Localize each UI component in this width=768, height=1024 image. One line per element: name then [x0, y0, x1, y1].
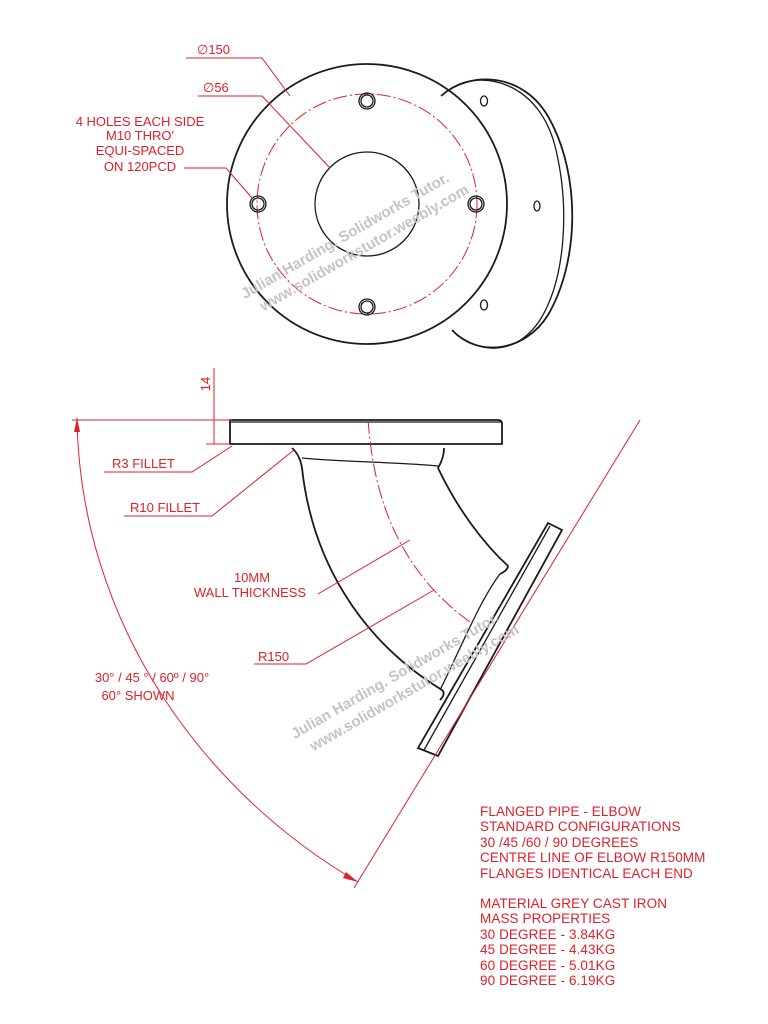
label-holes-line3: EQUI-SPACED	[96, 143, 185, 158]
watermark-top-line2: www.solidworkstutor.weebly.com	[256, 181, 472, 315]
leader-bore-diameter	[198, 95, 331, 169]
elbow-centre-line	[367, 419, 471, 623]
note-flanges-line: FLANGES IDENTICAL EACH END	[480, 865, 693, 881]
note-mass-header: MASS PROPERTIES	[480, 911, 611, 927]
angle-ref-line-bottom	[353, 419, 641, 889]
label-r3-fillet: R3 FILLET	[112, 456, 175, 471]
label-wall-line2: WALL THICKNESS	[194, 585, 307, 600]
label-wall-line1: 10MM	[234, 570, 270, 585]
bottom-flange	[416, 521, 564, 758]
note-mass-45: 45 DEGREE - 4.43KG	[480, 942, 616, 958]
angle-arrow-top	[74, 418, 80, 432]
bolt-hole-bottom-inner	[360, 300, 374, 314]
angle-arrow-bottom	[343, 872, 358, 882]
watermark-bottom-line1: Julian Harding. Solidworks Tutor.	[288, 609, 502, 742]
label-r10-fillet: R10 FILLET	[130, 500, 200, 515]
note-title-line: FLANGED PIPE - ELBOW	[480, 804, 642, 819]
leader-holes	[184, 167, 253, 199]
bolt-holes	[249, 92, 485, 316]
bolt-hole-top	[358, 92, 376, 110]
elbow-neck-bottom	[439, 573, 501, 691]
elbow-neck-top	[301, 457, 439, 467]
notes-block: FLANGED PIPE - ELBOW STANDARD CONFIGURAT…	[480, 804, 760, 988]
flange-outer-circle	[226, 63, 508, 345]
watermark-bottom: Julian Harding. Solidworks Tutor. www.so…	[288, 609, 522, 755]
bolt-hole-right-inner	[469, 197, 483, 211]
leader-radius	[254, 589, 435, 665]
leader-outer-diameter	[186, 57, 291, 97]
label-outer-diameter: ∅150	[197, 42, 230, 57]
pitch-circle	[256, 93, 478, 315]
bolt-hole-bottom	[358, 298, 376, 316]
watermark-top-line1: Julian Harding. Solidworks Tutor.	[238, 169, 452, 302]
leader-r3-fillet	[104, 445, 233, 473]
top-flange	[229, 419, 503, 445]
label-flange-thickness: 14	[198, 377, 213, 391]
rear-flange-edge	[451, 79, 565, 349]
leader-r10-fillet	[124, 449, 295, 517]
rear-hole-right	[533, 200, 541, 212]
rear-hole-bottom	[479, 299, 489, 311]
label-angle-line1: 30° / 45 ° / 60º / 90°	[95, 670, 209, 685]
bottom-flange-inner-line	[423, 525, 551, 751]
bolt-hole-left-inner	[251, 197, 265, 211]
label-holes-line1: 4 HOLES EACH SIDE	[76, 114, 205, 129]
label-holes-line2: M10 THRO'	[106, 128, 174, 143]
note-mass-30: 30 DEGREE - 3.84KG	[480, 926, 616, 942]
watermark-top: Julian Harding. Solidworks Tutor. www.so…	[238, 169, 472, 315]
elbow-side-view: 14 R3 FILLET R10 FILLET 10MM WALL THICKN…	[72, 368, 641, 889]
bolt-hole-top-inner	[360, 94, 374, 108]
elbow-inner-wall	[436, 447, 509, 575]
leader-wall	[317, 539, 411, 595]
notes-gap	[480, 881, 760, 896]
bolt-hole-right	[467, 195, 485, 213]
label-radius: R150	[258, 649, 289, 664]
note-mass-60: 60 DEGREE - 5.01KG	[480, 957, 616, 973]
label-angle-line2: 60° SHOWN	[101, 688, 174, 703]
elbow-outer-wall	[291, 447, 445, 701]
label-holes-line4: ON 120PCD	[104, 159, 176, 174]
note-material-line: MATERIAL GREY CAST IRON	[480, 896, 668, 912]
angle-arc	[76, 417, 359, 883]
note-centreline-line: CENTRE LINE OF ELBOW R150MM	[480, 850, 706, 866]
note-degrees-line: 30 /45 /60 / 90 DEGREES	[480, 834, 639, 850]
bolt-hole-left	[249, 195, 267, 213]
watermark-bottom-line2: www.solidworkstutor.weebly.com	[306, 621, 522, 755]
note-config-line: STANDARD CONFIGURATIONS	[480, 819, 681, 835]
flange-top-view: ∅150 ∅56 4 HOLES EACH SIDE M10 THRO' EQU…	[76, 42, 574, 349]
bore-circle	[314, 151, 420, 257]
label-bore-diameter: ∅56	[203, 80, 229, 95]
note-mass-90: 90 DEGREE - 6.19KG	[480, 973, 616, 989]
rear-hole-top	[479, 95, 489, 107]
